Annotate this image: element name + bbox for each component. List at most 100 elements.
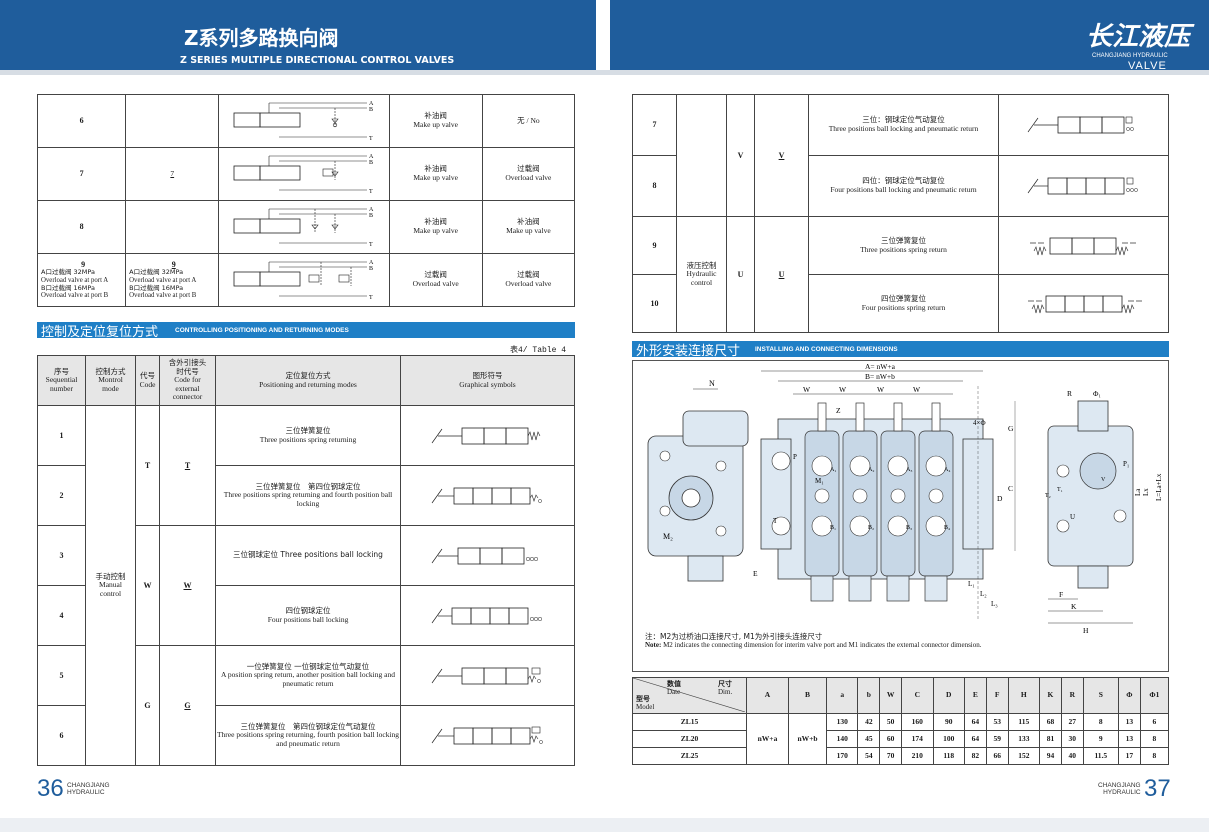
row9-note: A口过载阀 32MPa	[129, 268, 184, 277]
pos-en: Three positions spring return	[860, 244, 947, 254]
value-cell: 54	[857, 747, 881, 765]
value-cell: 170	[825, 747, 859, 765]
pos-zh: 四位弹簧复位	[881, 293, 926, 303]
svg-text:B₃: B₃	[906, 525, 912, 531]
row9-note: Overload valve at port B	[41, 292, 109, 300]
value-cell: 13	[1117, 713, 1141, 731]
header-model: Model	[636, 703, 655, 711]
svg-text:B: B	[369, 107, 373, 113]
pos-zh: 三位：钢球定位气动复位	[862, 115, 945, 125]
valve-symbol: A B T	[218, 94, 390, 148]
table-row: 8 A B T 补油阀 Make up valve	[36, 200, 576, 254]
footer-brand-line: CHANGJIANG	[1098, 782, 1141, 789]
row-number: 8	[632, 155, 677, 217]
mode-en: Hydraulic	[686, 269, 717, 279]
table-row: 9 液压控制 Hydraulic control U U 三位弹簧复位 Thre…	[632, 216, 1169, 333]
svg-text:G: G	[1008, 424, 1014, 433]
note-en-block: Note: M2 indicates the connecting dimens…	[645, 641, 982, 650]
pos-zh: 一位弹簧复位 一位钢球定位气动复位	[246, 661, 370, 671]
brand-logo: 长江液压	[1086, 22, 1191, 52]
value-cell: 53	[985, 713, 1009, 731]
col-header: D	[932, 677, 965, 714]
valve-symbol: A B T	[218, 147, 390, 201]
value-cell: 8	[1139, 747, 1170, 765]
pos-zh: 三位弹簧复位 第四位钢球定位气动复位	[240, 721, 376, 731]
ext-code-cell: W	[159, 525, 216, 646]
header-model-zh: 型号	[636, 695, 650, 703]
row9-note: A口过载阀 32MPa	[41, 268, 96, 277]
svg-text:M₁: M₁	[815, 477, 824, 485]
symbol-cell	[400, 705, 575, 766]
pneumatic-return-symbol-icon	[431, 667, 541, 684]
footer-brand-right: CHANGJIANG HYDRAULIC	[1098, 782, 1141, 796]
right-zh: 补油阀	[517, 217, 540, 227]
svg-text:A: A	[369, 207, 374, 213]
section-title-en: INSTALLING AND CONNECTING DIMENSIONS	[755, 346, 898, 353]
svg-text:E: E	[753, 569, 758, 578]
ext-code-cell: V	[754, 94, 809, 217]
value-cell: 81	[1039, 730, 1062, 748]
value-cell: 17	[1117, 747, 1141, 765]
svg-text:B: B	[369, 266, 373, 272]
col-ext: 含外引接头 时代号 Code for external connector	[159, 355, 216, 406]
svg-text:A₄: A₄	[944, 467, 950, 473]
value-cell: 27	[1060, 713, 1084, 731]
func-en: Make up valve	[413, 173, 458, 182]
header-text: Graphical symbols	[459, 379, 516, 389]
valve-symbol: A B T	[218, 200, 390, 254]
value-cell: 6	[1139, 713, 1170, 731]
svg-text:Z: Z	[836, 406, 841, 415]
value-cell: 115	[1007, 713, 1041, 731]
col-header: F	[985, 677, 1009, 714]
header-text: mode	[102, 383, 119, 393]
table-row: 3 W W 三位钢球定位 Three positions ball lockin…	[37, 525, 575, 646]
pos-cell: 四位：钢球定位气动复位 Four positions ball locking …	[808, 155, 999, 217]
col-header: Φ	[1117, 677, 1141, 714]
pos-en: Four positions ball locking and pneumati…	[830, 185, 977, 194]
hydraulic-ball-pneumatic-symbol-icon	[1027, 116, 1134, 134]
row-number: 7	[632, 94, 677, 156]
row-number: 10	[632, 274, 677, 333]
value-cell: 160	[901, 713, 934, 731]
drawing-note: 注：M2为过桥油口连接尺寸, M1为外引接头连接尺寸 Note: M2 indi…	[645, 632, 982, 650]
model-cell: ZL15	[632, 713, 747, 731]
svg-text:L=La+Lx: L=La+Lx	[1155, 473, 1163, 501]
diagonal-divider-icon	[633, 678, 745, 712]
svg-text:T: T	[369, 189, 373, 195]
col-code: 代号 Code	[135, 355, 160, 406]
svg-text:A₁: A₁	[830, 467, 836, 473]
hydraulic-spring-symbol-icon	[1029, 237, 1136, 255]
b-formula-cell: nW+b	[788, 713, 827, 765]
dimension-drawing: N M₂ A= nW+a	[632, 360, 1169, 672]
value-cell: 90	[932, 713, 965, 731]
value-cell: 210	[901, 747, 934, 765]
pos-cell: 四位弹簧复位 Four positions spring return	[808, 274, 999, 333]
svg-text:4×Φ: 4×Φ	[973, 419, 986, 427]
valve-symbol: A B T	[218, 253, 390, 307]
svg-text:P₁: P₁	[1123, 460, 1129, 468]
pos-en: Three positions spring returning, fourth…	[216, 730, 400, 748]
table-row: 1 手动控制 Manual control T T 三位弹簧复位 Three p…	[37, 405, 575, 766]
footer-brand-line: HYDRAULIC	[67, 788, 105, 796]
table-row: 6 A B T 补油阀 Make up valve 无 / No	[36, 94, 576, 148]
value-cell: 140	[825, 730, 859, 748]
spring-ball-pneumatic-symbol-icon	[431, 726, 543, 744]
note-label: Note:	[645, 641, 662, 650]
svg-text:T: T	[369, 136, 373, 142]
model-cell: ZL20	[632, 730, 747, 748]
col-header: Φ1	[1139, 677, 1170, 714]
value-cell: 11.5	[1082, 747, 1119, 765]
col-header: a	[825, 677, 859, 714]
svg-text:F: F	[1059, 590, 1063, 599]
svg-text:A₂: A₂	[868, 467, 874, 473]
row9-note: Overload valve at port A	[129, 276, 197, 284]
value-cell: 130	[825, 713, 859, 731]
header-text: connector	[172, 392, 203, 402]
func-zh: 补油阀	[424, 217, 447, 227]
row-number: 7	[36, 147, 127, 201]
header-text: Positioning and returning modes	[259, 379, 357, 389]
svg-text:H: H	[1083, 626, 1089, 635]
right-cell: 过载阀 Overload valve	[481, 147, 576, 201]
svg-text:La: La	[1134, 488, 1142, 496]
col-header: A	[746, 677, 789, 714]
